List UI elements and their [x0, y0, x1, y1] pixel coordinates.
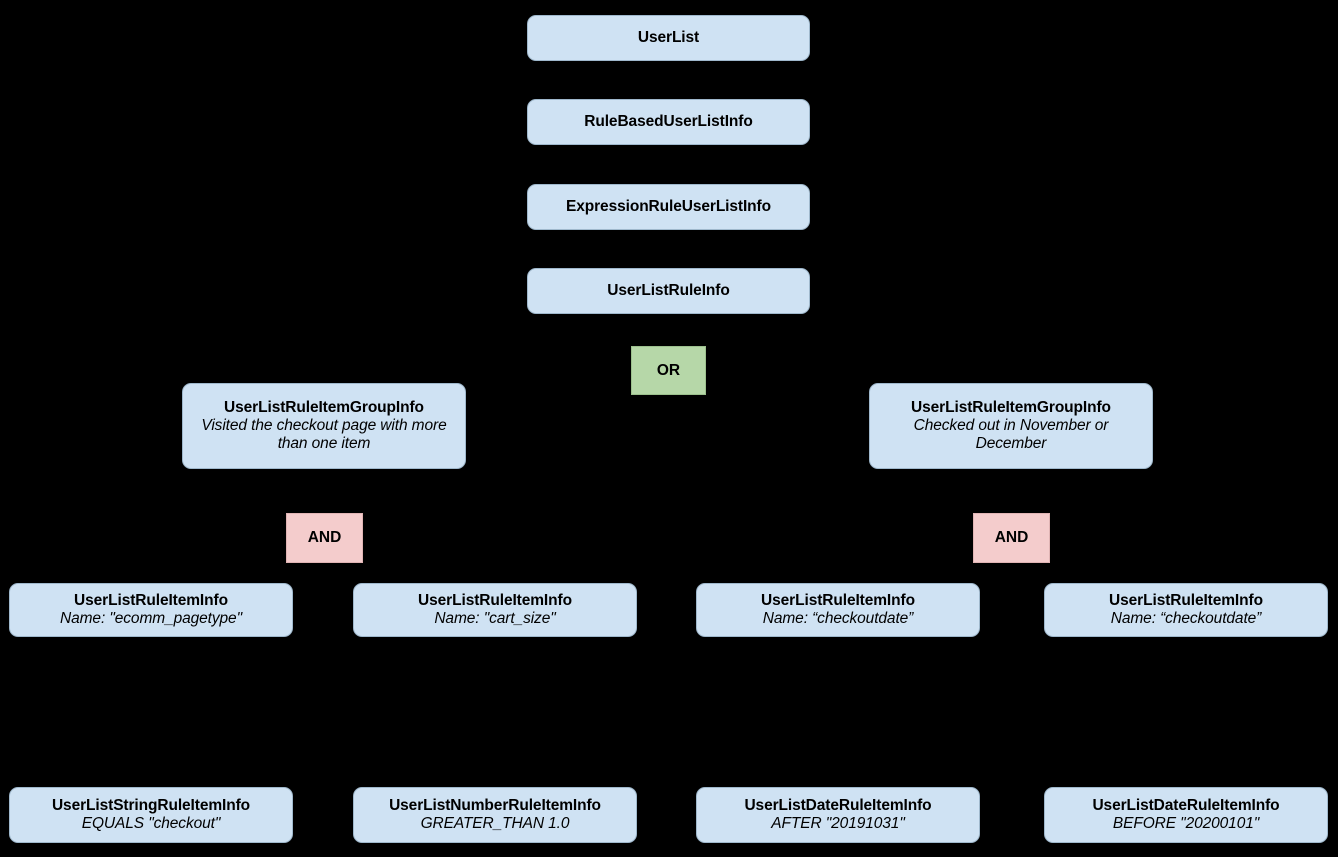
- node-string-rule-item-info-title: UserListStringRuleItemInfo: [51, 797, 251, 815]
- node-rule-based-user-list-info[interactable]: RuleBasedUserListInfo: [527, 99, 810, 145]
- node-string-rule-item-info-subtitle: EQUALS "checkout": [81, 815, 221, 832]
- node-number-rule-item-info[interactable]: UserListNumberRuleItemInfo GREATER_THAN …: [353, 787, 637, 843]
- node-item-checkoutdate-before-subtitle: Name: “checkoutdate”: [1110, 610, 1262, 627]
- node-number-rule-item-info-title: UserListNumberRuleItemInfo: [389, 797, 601, 815]
- edge-and-right-to-item-checkoutdate-before: [1011, 562, 1187, 583]
- node-user-list[interactable]: UserList: [527, 15, 810, 61]
- node-date-rule-item-info-after[interactable]: UserListDateRuleItemInfo AFTER "20191031…: [696, 787, 980, 843]
- operator-or-label: OR: [656, 361, 681, 379]
- operator-and-right[interactable]: AND: [973, 513, 1050, 563]
- node-group-right[interactable]: UserListRuleItemGroupInfo Checked out in…: [869, 383, 1153, 469]
- node-user-list-rule-info-title: UserListRuleInfo: [607, 282, 730, 300]
- node-item-ecomm-pagetype-title: UserListRuleItemInfo: [74, 592, 228, 610]
- operator-and-right-label: AND: [994, 529, 1029, 547]
- node-expression-rule-user-list-info[interactable]: ExpressionRuleUserListInfo: [527, 184, 810, 230]
- edge-and-right-to-item-checkoutdate-after: [837, 562, 1011, 583]
- node-date-rule-item-info-before-title: UserListDateRuleItemInfo: [1092, 797, 1280, 815]
- node-item-checkoutdate-before[interactable]: UserListRuleItemInfo Name: “checkoutdate…: [1044, 583, 1328, 637]
- node-group-left[interactable]: UserListRuleItemGroupInfo Visited the ch…: [182, 383, 466, 469]
- node-item-checkoutdate-after[interactable]: UserListRuleItemInfo Name: “checkoutdate…: [696, 583, 980, 637]
- node-item-cart-size-title: UserListRuleItemInfo: [418, 592, 572, 610]
- node-item-cart-size[interactable]: UserListRuleItemInfo Name: "cart_size": [353, 583, 637, 637]
- node-date-rule-item-info-after-title: UserListDateRuleItemInfo: [744, 797, 932, 815]
- node-date-rule-item-info-after-subtitle: AFTER "20191031": [771, 815, 905, 832]
- node-item-ecomm-pagetype-subtitle: Name: "ecomm_pagetype": [60, 610, 242, 627]
- node-user-list-rule-info[interactable]: UserListRuleInfo: [527, 268, 810, 314]
- node-number-rule-item-info-subtitle: GREATER_THAN 1.0: [420, 815, 570, 832]
- node-item-checkoutdate-after-subtitle: Name: “checkoutdate”: [762, 610, 914, 627]
- node-user-list-title: UserList: [637, 29, 700, 47]
- operator-or[interactable]: OR: [631, 346, 706, 395]
- node-item-ecomm-pagetype[interactable]: UserListRuleItemInfo Name: "ecomm_pagety…: [9, 583, 293, 637]
- node-item-checkoutdate-before-title: UserListRuleItemInfo: [1109, 592, 1263, 610]
- node-group-left-title: UserListRuleItemGroupInfo: [224, 399, 424, 417]
- node-rule-based-user-list-info-title: RuleBasedUserListInfo: [584, 113, 753, 131]
- node-date-rule-item-info-before[interactable]: UserListDateRuleItemInfo BEFORE "2020010…: [1044, 787, 1328, 843]
- node-expression-rule-user-list-info-title: ExpressionRuleUserListInfo: [566, 198, 771, 216]
- node-item-checkoutdate-after-title: UserListRuleItemInfo: [761, 592, 915, 610]
- operator-and-left[interactable]: AND: [286, 513, 363, 563]
- node-group-right-title: UserListRuleItemGroupInfo: [911, 399, 1111, 417]
- node-group-left-subtitle: Visited the checkout page with more than…: [201, 417, 447, 452]
- edge-and-left-to-item-cart: [324, 562, 496, 583]
- node-item-cart-size-subtitle: Name: "cart_size": [434, 610, 556, 627]
- operator-and-left-label: AND: [307, 529, 342, 547]
- node-group-right-subtitle: Checked out in November or December: [913, 417, 1109, 452]
- node-date-rule-item-info-before-subtitle: BEFORE "20200101": [1112, 815, 1260, 832]
- node-string-rule-item-info[interactable]: UserListStringRuleItemInfo EQUALS "check…: [9, 787, 293, 843]
- edge-and-left-to-item-ecomm: [150, 562, 324, 583]
